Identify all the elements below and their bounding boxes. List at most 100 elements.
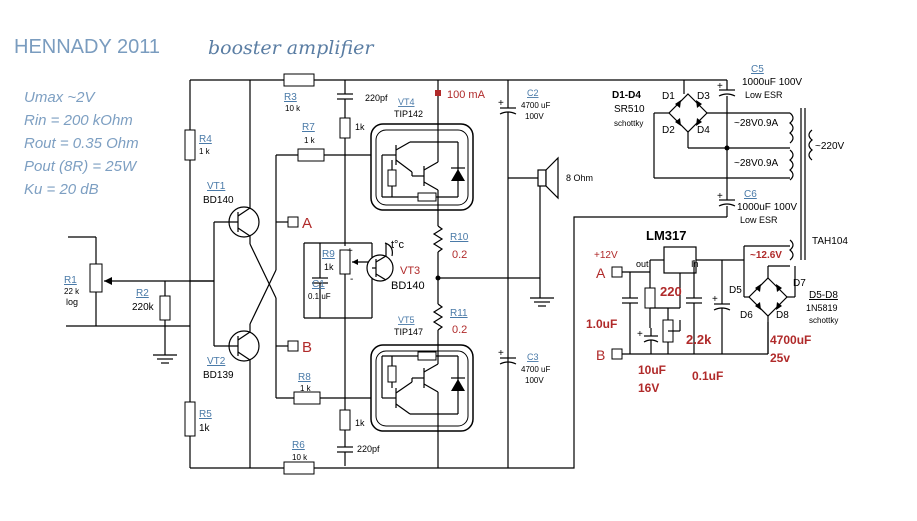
- main-bridge: [653, 93, 760, 179]
- d1-d4-type: SR510: [614, 104, 645, 115]
- reg-c4700u-plus: +: [712, 294, 718, 305]
- r1-label: R1: [64, 275, 77, 286]
- reg-c4700u-voltage: 25v: [770, 351, 790, 365]
- vt5-transistor: [370, 344, 474, 432]
- secondary-2: ~28V0.9A: [734, 158, 779, 169]
- vt2-transistor: [214, 324, 260, 468]
- r7-value: 1 k: [304, 136, 316, 145]
- r6-value: 10 k: [292, 453, 308, 462]
- regulator-out: out: [636, 259, 649, 269]
- test-point-a-label: A: [302, 215, 312, 232]
- reg-c1u: 1.0uF: [586, 317, 617, 331]
- reg-r2k2: 2.2k: [686, 332, 712, 347]
- spec-umax: Umax ~2V: [24, 89, 96, 106]
- output-capacitors: [499, 80, 517, 468]
- r4-label: R4: [199, 134, 212, 145]
- c5-value: 1000uF 100V: [742, 77, 802, 88]
- r-1k-bot-value: 1k: [355, 418, 365, 428]
- r11-label: R11: [450, 308, 468, 319]
- reg-pin-a: [611, 266, 623, 278]
- r1-taper: log: [66, 297, 78, 307]
- c2-value: 4700 uF: [521, 101, 550, 110]
- d3-label: D3: [697, 91, 710, 102]
- d5-d8-type: 1N5819: [806, 303, 838, 313]
- bias-current-marker: [435, 90, 441, 96]
- r5-value: 1k: [199, 423, 211, 434]
- c6-label: C6: [744, 189, 757, 200]
- d5-d8-schottky: schottky: [809, 316, 838, 325]
- r2-value: 220k: [132, 302, 155, 313]
- r-1k-top-value: 1k: [355, 122, 365, 132]
- r10-value: 0.2: [452, 249, 467, 261]
- r5-body: [184, 401, 196, 437]
- driver-wiring: [190, 154, 298, 399]
- filter-capacitors: [718, 89, 736, 217]
- vt1-label: VT1: [207, 181, 226, 192]
- r6-label: R6: [292, 440, 305, 451]
- c2-plus: +: [498, 98, 504, 109]
- vt4-value: TIP142: [394, 109, 423, 119]
- r2-label: R2: [136, 288, 149, 299]
- vt3-plus: +: [347, 246, 353, 257]
- c-top-value: 220pf: [365, 93, 388, 103]
- bias-current: 100 mA: [447, 89, 486, 101]
- c6-plus: +: [717, 191, 723, 202]
- c3-value: 4700 uF: [521, 365, 550, 374]
- d1-d4-label: D1-D4: [612, 90, 641, 101]
- regulator-voltage: +12V: [594, 250, 618, 261]
- aux-winding: ~12.6V: [750, 250, 782, 261]
- schematic-subtitle: booster amplifier: [208, 37, 375, 59]
- d1-d4-schottky: schottky: [614, 119, 643, 128]
- reg-c10u-voltage: 16V: [638, 381, 659, 395]
- schematic-title: HENNADY 2011: [14, 36, 160, 58]
- vt4-label: VT4: [398, 97, 415, 107]
- vt2-label: VT2: [207, 356, 226, 367]
- mains-voltage: ~220V: [815, 141, 845, 152]
- r3-body: [283, 73, 315, 87]
- vt2-value: BD139: [203, 370, 234, 381]
- vt3-minus: -: [350, 274, 353, 285]
- c2-label: C2: [527, 88, 539, 98]
- vt1-transistor: [214, 80, 260, 244]
- d7-label: D7: [793, 278, 806, 289]
- r11-value: 0.2: [452, 324, 467, 336]
- thermal-symbol: t°c: [391, 239, 404, 251]
- reg-pin-b: [611, 348, 623, 360]
- c1-label: C1: [312, 279, 325, 290]
- r1-value: 22 k: [64, 287, 80, 296]
- r6-body: [283, 461, 315, 475]
- speaker: [508, 156, 559, 307]
- transformer: [760, 108, 813, 261]
- d4-label: D4: [697, 125, 710, 136]
- r8-value: 1 k: [300, 384, 312, 393]
- spec-rout: Rout = 0.35 Ohm: [24, 135, 139, 152]
- r9-value: 1k: [324, 262, 334, 272]
- d5-label: D5: [729, 285, 742, 296]
- d6-label: D6: [740, 310, 753, 321]
- reg-c10u-plus: +: [637, 329, 643, 340]
- bias-network: [303, 80, 394, 466]
- regulator-ic: LM317: [646, 228, 686, 243]
- r8-body: [293, 391, 321, 405]
- d1-label: D1: [662, 91, 675, 102]
- c5-esr: Low ESR: [745, 90, 783, 100]
- r4-value: 1 k: [199, 147, 211, 156]
- c6-esr: Low ESR: [740, 215, 778, 225]
- d2-label: D2: [662, 125, 675, 136]
- c3-plus: +: [498, 348, 504, 359]
- speaker-value: 8 Ohm: [566, 173, 593, 183]
- c3-voltage: 100V: [525, 376, 544, 385]
- d8-label: D8: [776, 310, 789, 321]
- spec-pout: Pout (8R) = 25W: [24, 158, 138, 175]
- r8-label: R8: [298, 372, 311, 383]
- reg-pin-b-label: B: [596, 347, 605, 363]
- vt5-label: VT5: [398, 315, 415, 325]
- vt3-label: VT3: [400, 265, 420, 277]
- vt1-value: BD140: [203, 195, 234, 206]
- spec-rin: Rin = 200 kOhm: [24, 112, 133, 129]
- c1-value: 0.1 uF: [308, 292, 331, 301]
- secondary-1: ~28V0.9A: [734, 118, 779, 129]
- reg-r220: 220: [660, 284, 682, 299]
